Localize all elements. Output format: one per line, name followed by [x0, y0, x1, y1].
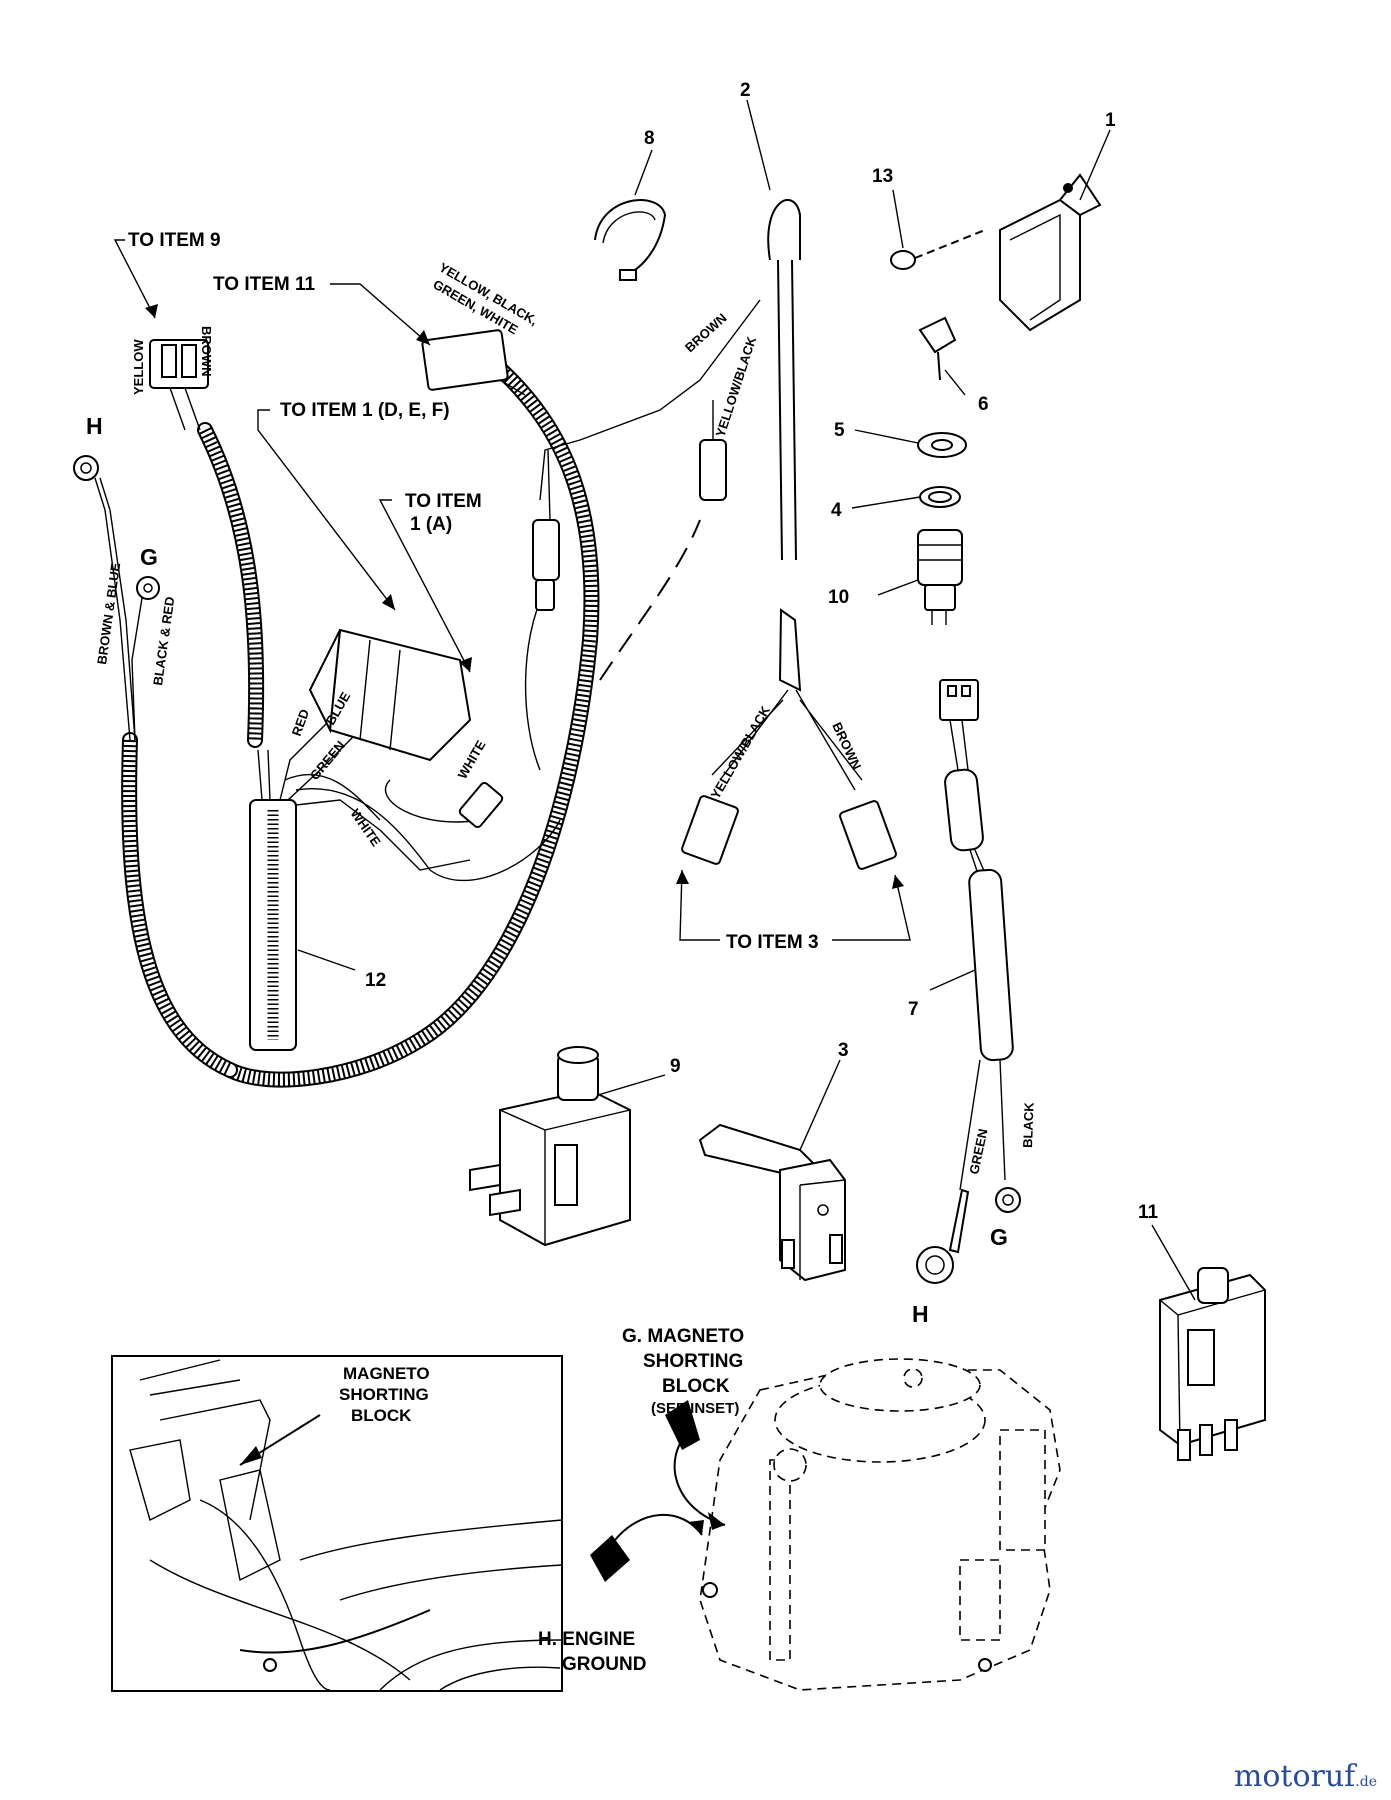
note-to-item-1a-line2: 1 (A) [410, 514, 452, 535]
terminal-h-left: H [86, 413, 103, 439]
callout-3: 3 [838, 1040, 849, 1061]
note-g-magneto-3: BLOCK [662, 1376, 730, 1397]
wire-label-yellow-item9: YELLOW [131, 339, 146, 395]
item-1-key-switch [999, 173, 1102, 332]
inset-label-1: MAGNETO [343, 1364, 430, 1383]
watermark-logo: motoruf.de [1234, 1759, 1377, 1794]
wire-label-yellow-black-top: YELLOW/BLACK [713, 334, 760, 439]
wire-label-brown-item9: BROWN [199, 326, 214, 377]
inset-label-2: SHORTING [339, 1385, 429, 1404]
wire-label-green: GREEN [307, 738, 348, 783]
terminal-g-left: G [140, 544, 158, 570]
inset-label-3: BLOCK [351, 1406, 412, 1425]
wire-label-yellow-black-lower: YELLOW/BLACK [708, 703, 774, 802]
wire-label-brown-lower: BROWN [829, 720, 864, 772]
wire-label-red: RED [289, 707, 312, 738]
note-h-engine-2: GROUND [562, 1654, 646, 1675]
left-ground-terminals [73, 455, 160, 741]
note-to-item-1-def: TO ITEM 1 (D, E, F) [280, 400, 450, 421]
item-2-wire-lead [681, 199, 897, 870]
item-3-bracket-switch [698, 1123, 846, 1282]
note-h-engine-1: H. ENGINE [538, 1629, 635, 1650]
main-wiring-harness [121, 299, 761, 1088]
note-g-magneto-1: G. MAGNETO [622, 1326, 744, 1347]
callout-4: 4 [831, 500, 842, 521]
wire-label-black-item7: BLACK [1020, 1102, 1037, 1149]
item-7-ground-wire [916, 679, 1021, 1284]
callout-arrows [590, 1400, 726, 1582]
watermark-name: motoruf [1233, 1759, 1356, 1794]
note-to-item-1a-line1: TO ITEM [405, 491, 482, 512]
terminal-g-right: G [990, 1224, 1008, 1250]
callout-9: 9 [670, 1056, 681, 1077]
callout-8: 8 [644, 128, 655, 149]
item-11-seat-switch [1159, 1267, 1266, 1461]
engine-outline [699, 1358, 1061, 1691]
item-6-key [918, 316, 957, 381]
routing-arrow [599, 519, 701, 681]
wire-label-black-and-red: BLACK & RED [150, 596, 177, 687]
item-13-screw [890, 229, 986, 270]
note-to-item-3: TO ITEM 3 [726, 932, 819, 953]
item-8-cable-tie [594, 199, 667, 281]
note-to-item-11: TO ITEM 11 [213, 274, 316, 295]
wire-label-green-item7: GREEN [966, 1127, 990, 1175]
note-g-magneto-2: SHORTING [643, 1351, 743, 1372]
callout-11: 11 [1138, 1202, 1159, 1223]
watermark-suffix: .de [1355, 1774, 1377, 1790]
callout-6: 6 [978, 394, 989, 415]
wire-label-brown-top: BROWN [682, 310, 730, 355]
inset-view [111, 1355, 563, 1692]
callout-13: 13 [872, 166, 893, 187]
note-to-item-9: TO ITEM 9 [128, 230, 221, 251]
callout-2: 2 [740, 80, 751, 101]
item-5-nut [917, 432, 967, 458]
callout-1: 1 [1105, 110, 1116, 131]
callout-5: 5 [834, 420, 845, 441]
callout-7: 7 [908, 999, 919, 1020]
item-9-connector [149, 339, 209, 431]
item-9-plunger-switch [469, 1046, 631, 1247]
item-4-washer [919, 486, 961, 508]
callout-10: 10 [828, 587, 849, 608]
leader-lines [113, 99, 1196, 1301]
wire-label-white-upper: WHITE [455, 737, 489, 781]
terminal-h-right: H [912, 1301, 929, 1327]
callout-12: 12 [365, 970, 386, 991]
note-g-magneto-4: (SEE INSET) [651, 1400, 739, 1417]
item-10-ignition-switch [917, 529, 963, 625]
